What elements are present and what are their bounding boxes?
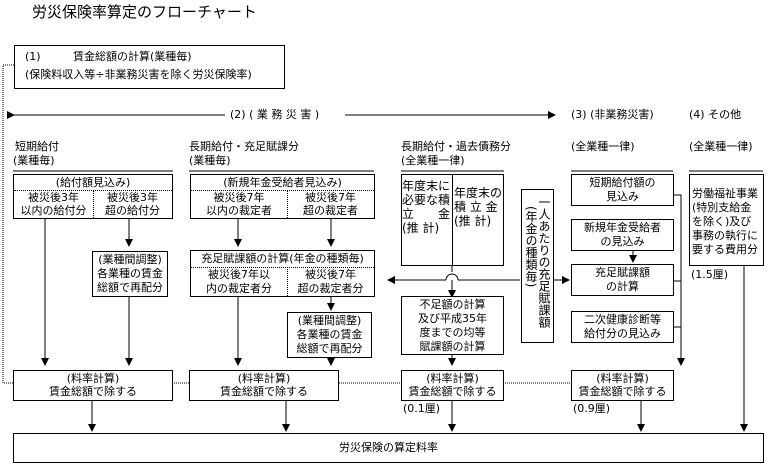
rate-line1: (料率計算) [596, 372, 649, 385]
over-7y-line2: 超の裁定者 [303, 204, 358, 217]
final-rate-label: 労災保険の算定料率 [339, 441, 438, 454]
adjust-line3: 総額で再配分 [296, 342, 363, 355]
shortfall-line2: 及び平成35年 [418, 312, 487, 325]
section2-label: (2) ( 業 務 災 害 ) [228, 108, 322, 122]
page-title: 労災保険率算定のフローチャート [32, 3, 257, 21]
shortfall-line1: 不足額の計算 [419, 298, 486, 311]
non-work-sufficiency-box: 充足賦課額 の計算 [571, 264, 674, 296]
within-3y-line1: 被災後3年 [28, 191, 79, 204]
non-work-new-recipients-box: 新規年金受給者 の見込み [571, 219, 674, 251]
actual-reserve-text: 年度末の 積 立 金 (推 計) [454, 186, 503, 228]
shortfall-calc-box: 不足額の計算 及び平成35年 度までの均等 賦課額の計算 [401, 296, 504, 355]
non-work-rate-value: (0.9厘) [573, 402, 611, 415]
non-work-rate-box: (料率計算) 賃金総額で除する [571, 370, 674, 401]
reserve-estimate-box: 年度末に 必要な積 立 金 (推 計) 年度末の 積 立 金 (推 計) [401, 174, 504, 266]
new-recipients-title: (新規年金受給者見込み) [223, 176, 342, 189]
sufficiency-calc-title: 充足賦課額の計算(年金の種類毎) [201, 252, 364, 265]
adjust-line1: (業種間調整) [98, 253, 162, 266]
sufficiency-calc-box: 充足賦課額の計算(年金の種類毎) 被災後7年以 内の裁定者分 被災後7年 超の裁… [190, 250, 375, 297]
long-sufficiency-sub: (業種毎) [189, 154, 231, 167]
rate-line2: 賃金総額で除する [408, 385, 497, 398]
benefit-estimate-box: (給付額見込み) 被災後3年 以内の給付分 被災後3年 超の給付分 [13, 174, 173, 219]
shortfall-line3: 度までの均等 [419, 326, 486, 339]
long-past-heading: 長期給付・過去債務分 [401, 140, 511, 153]
within-7y-line1: 被災後7年 [213, 191, 265, 204]
new-recipients-box: (新規年金受給者見込み) 被災後7年 以内の裁定者 被災後7年 超の裁定者 [190, 174, 375, 219]
section3-label: (3) (非業務災害) [571, 108, 654, 121]
rate-line1: (料率計算) [237, 372, 291, 385]
calc-within-line1: 被災後7年以 [208, 268, 270, 281]
over-3y-line1: 被災後3年 [107, 191, 158, 204]
adjust-line3: 総額で再配分 [97, 281, 163, 294]
within-3y-line2: 以内の給付分 [20, 204, 87, 217]
long-sufficiency-heading: 長期給付・充足賦課分 [189, 140, 299, 153]
other-rate-value: (1.5厘) [691, 268, 729, 281]
nw-suff-line2: の計算 [606, 280, 639, 293]
over-3y-line2: 超の給付分 [105, 204, 160, 217]
short-term-heading: 短期給付 [15, 140, 59, 153]
rate-line2: 賃金総額で除する [578, 385, 667, 398]
welfare-cost-box: 労働福祉事業 (特別支給金 を除く)及び 事務の執行に 要する費用分 [689, 174, 764, 266]
adjust-line2: 各業種の賃金 [97, 267, 163, 280]
final-rate-box: 労災保険の算定料率 [13, 433, 764, 463]
nw-suff-line1: 充足賦課額 [595, 266, 650, 279]
welfare-cost-text: 労働福祉事業 (特別支給金 を除く)及び 事務の執行に 要する費用分 [692, 187, 758, 256]
calc-within-line2: 内の裁定者分 [206, 282, 272, 295]
rate-line1: (料率計算) [66, 372, 120, 385]
non-work-short-term-box: 短期給付額の 見込み [571, 174, 674, 206]
rate-line2: 賃金総額で除する [220, 385, 308, 398]
non-work-sub: (全業種一律) [571, 140, 635, 153]
nw-health-line1: 二次健康診断等 [584, 313, 661, 326]
calc-over-line2: 超の裁定者分 [297, 282, 364, 295]
other-sub: (全業種一律) [689, 140, 753, 153]
rate-line1: (料率計算) [426, 372, 479, 385]
dotted-link-step1 [2, 64, 14, 384]
step1-number: (1) [25, 50, 41, 63]
step1-box: (1) 賃金総額の計算(業種毎) (保険料収入等÷非業務災害を除く労災保険率) [14, 45, 285, 89]
adjust-line1: (業種間調整) [297, 314, 362, 327]
per-person-sub-text: (年金の種類毎) [524, 206, 538, 288]
adjust-line2: 各業種の賃金 [296, 328, 363, 341]
long-past-rate-box: (料率計算) 賃金総額で除する [401, 370, 504, 401]
benefit-estimate-title: (給付額見込み) [55, 176, 131, 189]
per-person-main-text: 一人あたりの充足賦課額 [537, 196, 551, 328]
short-term-rate-box: (料率計算) 賃金総額で除する [13, 370, 173, 401]
required-reserve-text: 年度末に 必要な積 立 金 (推 計) [402, 179, 451, 235]
calc-over-line1: 被災後7年 [305, 268, 356, 281]
step1-note: (保険料収入等÷非業務災害を除く労災保険率) [25, 68, 252, 81]
long-sufficiency-rate-box: (料率計算) 賃金総額で除する [189, 370, 339, 401]
long-past-rate-value: (0.1厘) [403, 402, 441, 415]
short-term-adjust-box: (業種間調整) 各業種の賃金 総額で再配分 [92, 251, 168, 297]
short-term-sub: (業種毎) [13, 154, 55, 167]
non-work-health-check-box: 二次健康診断等 給付分の見込み [571, 311, 674, 343]
within-7y-line2: 以内の裁定者 [206, 204, 272, 217]
rate-line2: 賃金総額で除する [49, 385, 137, 398]
nw-new-line2: の見込み [600, 235, 645, 248]
per-person-sufficiency-box: 一人あたりの充足賦課額 (年金の種類毎) [521, 189, 554, 343]
nw-short-line1: 短期給付額の [589, 176, 656, 189]
step1-heading: 賃金総額の計算(業種毎) [73, 50, 192, 63]
nw-health-line2: 給付分の見込み [584, 327, 661, 340]
shortfall-line4: 賦課額の計算 [419, 340, 486, 353]
long-term-adjust-box: (業種間調整) 各業種の賃金 総額で再配分 [287, 312, 372, 358]
section4-label: (4) その他 [689, 108, 742, 121]
long-past-sub: (全業種一律) [401, 154, 465, 167]
nw-short-line2: 見込み [606, 190, 639, 203]
nw-new-line1: 新規年金受給者 [584, 221, 661, 234]
over-7y-line1: 被災後7年 [305, 191, 356, 204]
